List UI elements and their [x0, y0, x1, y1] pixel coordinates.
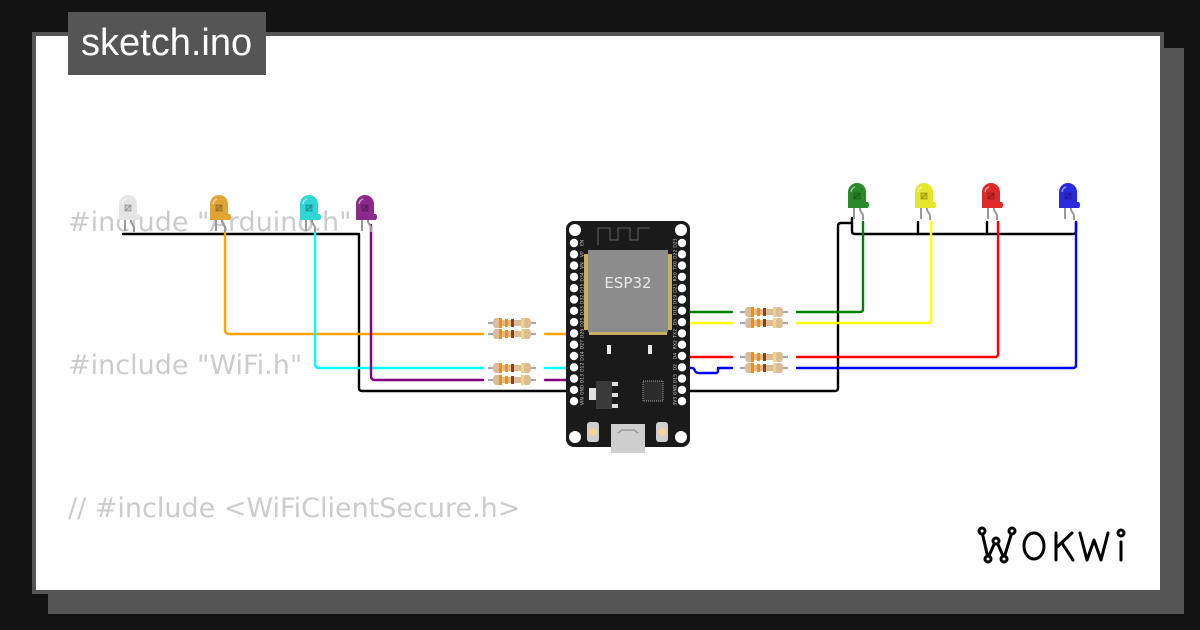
- wire-orange: [223, 230, 485, 336]
- pin-gnd[interactable]: [677, 385, 687, 395]
- pin-d18[interactable]: [677, 306, 687, 315]
- pin-3v3[interactable]: [677, 397, 687, 406]
- wire-ground-left: [121, 232, 575, 393]
- led-green: [848, 183, 870, 220]
- pin-label: VN: [580, 262, 586, 269]
- wire-blue: [679, 366, 734, 375]
- pin-d32[interactable]: [569, 295, 579, 304]
- pin-label: D14: [580, 351, 586, 360]
- usb-port: [611, 424, 645, 453]
- pin-d15[interactable]: [677, 374, 687, 383]
- pin-label: D35: [580, 283, 586, 292]
- resistor-pair-left-top: [486, 316, 538, 341]
- pin-label: TX2: [673, 329, 679, 339]
- led-purple: [356, 195, 378, 232]
- pin-gnd[interactable]: [569, 385, 579, 395]
- pin-d14[interactable]: [569, 351, 579, 361]
- pin-d22[interactable]: [677, 250, 687, 259]
- pin-label: D25: [580, 317, 586, 326]
- pin-d35[interactable]: [569, 284, 579, 293]
- pin-label: D22: [673, 250, 679, 259]
- pin-tx0[interactable]: [677, 261, 687, 270]
- pin-label: RX2: [673, 340, 679, 349]
- pin-vp[interactable]: [569, 250, 579, 259]
- pin-label: D34: [580, 272, 586, 281]
- pin-d25[interactable]: [569, 317, 579, 327]
- pin-d21[interactable]: [677, 284, 687, 293]
- pin-label: D5: [673, 319, 679, 326]
- pin-label: D33: [580, 306, 586, 315]
- pin-label: EN: [580, 240, 586, 246]
- pin-label: GND: [673, 384, 679, 395]
- pin-vin[interactable]: [569, 397, 579, 406]
- pin-d13[interactable]: [569, 374, 579, 383]
- pin-label: D12: [580, 363, 586, 372]
- pin-label: D18: [673, 306, 679, 315]
- pin-label: D32: [580, 295, 586, 304]
- pin-label: D23: [673, 238, 679, 247]
- pin-label: D15: [673, 374, 679, 383]
- pin-label: VP: [580, 251, 586, 257]
- pin-d33[interactable]: [569, 306, 579, 315]
- pin-d26[interactable]: [569, 329, 579, 338]
- pin-d4[interactable]: [677, 351, 687, 361]
- wokwi-logo: [977, 526, 1126, 564]
- sketch-filename-tab: sketch.ino: [68, 12, 267, 75]
- pin-rx2[interactable]: [677, 340, 687, 349]
- pin-label: D26: [580, 329, 586, 338]
- board-label: ESP32: [604, 274, 651, 292]
- code-line: #include "WiFi.h": [68, 349, 303, 381]
- pin-d19[interactable]: [677, 295, 687, 304]
- wire-cyan: [313, 230, 485, 370]
- led-orange: [210, 195, 232, 232]
- resistor-pair-right-top: [738, 305, 790, 330]
- pin-d2[interactable]: [677, 363, 687, 372]
- esp32-module: [588, 250, 668, 332]
- code-line: // #include <WiFiClientSecure.h>: [68, 492, 521, 524]
- pin-d12[interactable]: [569, 363, 579, 372]
- pin-en[interactable]: [569, 238, 579, 248]
- pin-label: D27: [580, 340, 586, 349]
- pin-label: D4: [673, 353, 679, 360]
- pin-vn[interactable]: [569, 261, 579, 270]
- pin-label: 3V3: [673, 397, 679, 406]
- led-cyan: [300, 195, 322, 232]
- pin-label: D21: [673, 283, 679, 292]
- pin-d23[interactable]: [677, 238, 687, 248]
- pin-d34[interactable]: [569, 272, 579, 282]
- wire-ground-right: [679, 221, 854, 393]
- pin-label: D2: [673, 364, 679, 371]
- led-blue: [1059, 183, 1081, 220]
- pin-label: RX0: [673, 272, 679, 281]
- pin-label: GND: [580, 384, 586, 395]
- pin-d5[interactable]: [677, 317, 687, 327]
- led-red: [982, 183, 1004, 220]
- led-white: [119, 195, 141, 232]
- led-yellow: [915, 183, 937, 220]
- pin-tx2[interactable]: [677, 329, 687, 338]
- resistor-pair-left-bottom: [486, 361, 538, 387]
- pin-label: D19: [673, 295, 679, 304]
- pin-label: D13: [580, 374, 586, 383]
- esp32-board: ESP32 ENVPVND34D35D32D33D25D26D27D14D12D…: [566, 221, 690, 453]
- pin-label: TX0: [673, 261, 679, 271]
- pin-label: VIN: [580, 397, 586, 405]
- wire-purple: [369, 223, 485, 382]
- pin-d27[interactable]: [569, 340, 579, 349]
- pin-rx0[interactable]: [677, 272, 687, 282]
- resistor-pair-right-bottom: [738, 350, 790, 375]
- antenna-trace: [597, 227, 650, 245]
